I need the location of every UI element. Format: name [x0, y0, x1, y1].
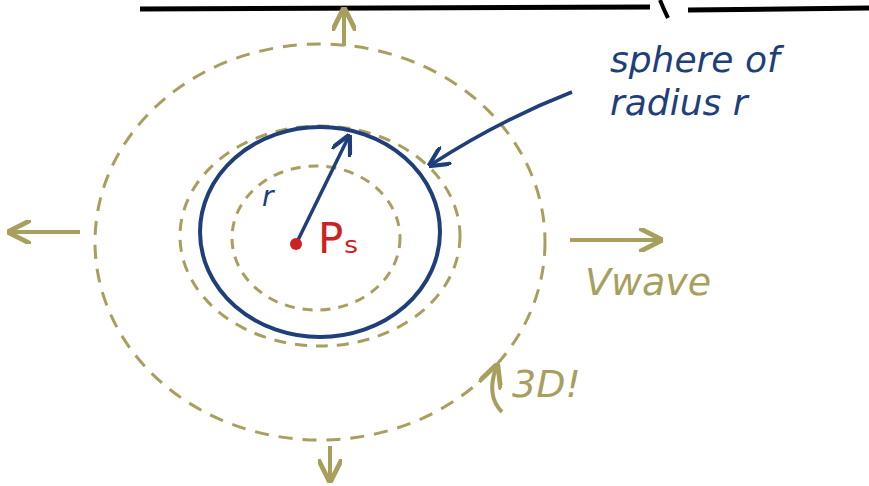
radius-label: r — [262, 180, 292, 214]
pointer-hook — [492, 368, 502, 412]
speed-label: Vwave — [585, 260, 765, 306]
wavefront — [95, 44, 545, 440]
propagation-arrow — [12, 230, 80, 234]
callout-arrow — [432, 92, 572, 164]
heading-rule — [140, 7, 650, 9]
propagation-arrow — [328, 446, 332, 478]
source-point — [290, 238, 302, 250]
wavefront — [232, 166, 400, 310]
sphere-outline — [200, 127, 440, 337]
heading-rule — [688, 8, 869, 10]
propagation-arrow — [342, 12, 346, 46]
source-label: Pₛ — [318, 214, 388, 264]
wavefront — [180, 126, 460, 346]
heading-fragment — [660, 0, 668, 18]
callout-text: sphere of radius r — [610, 38, 860, 124]
propagation-arrow — [570, 238, 658, 242]
dimension-note: 3D! — [512, 362, 642, 408]
